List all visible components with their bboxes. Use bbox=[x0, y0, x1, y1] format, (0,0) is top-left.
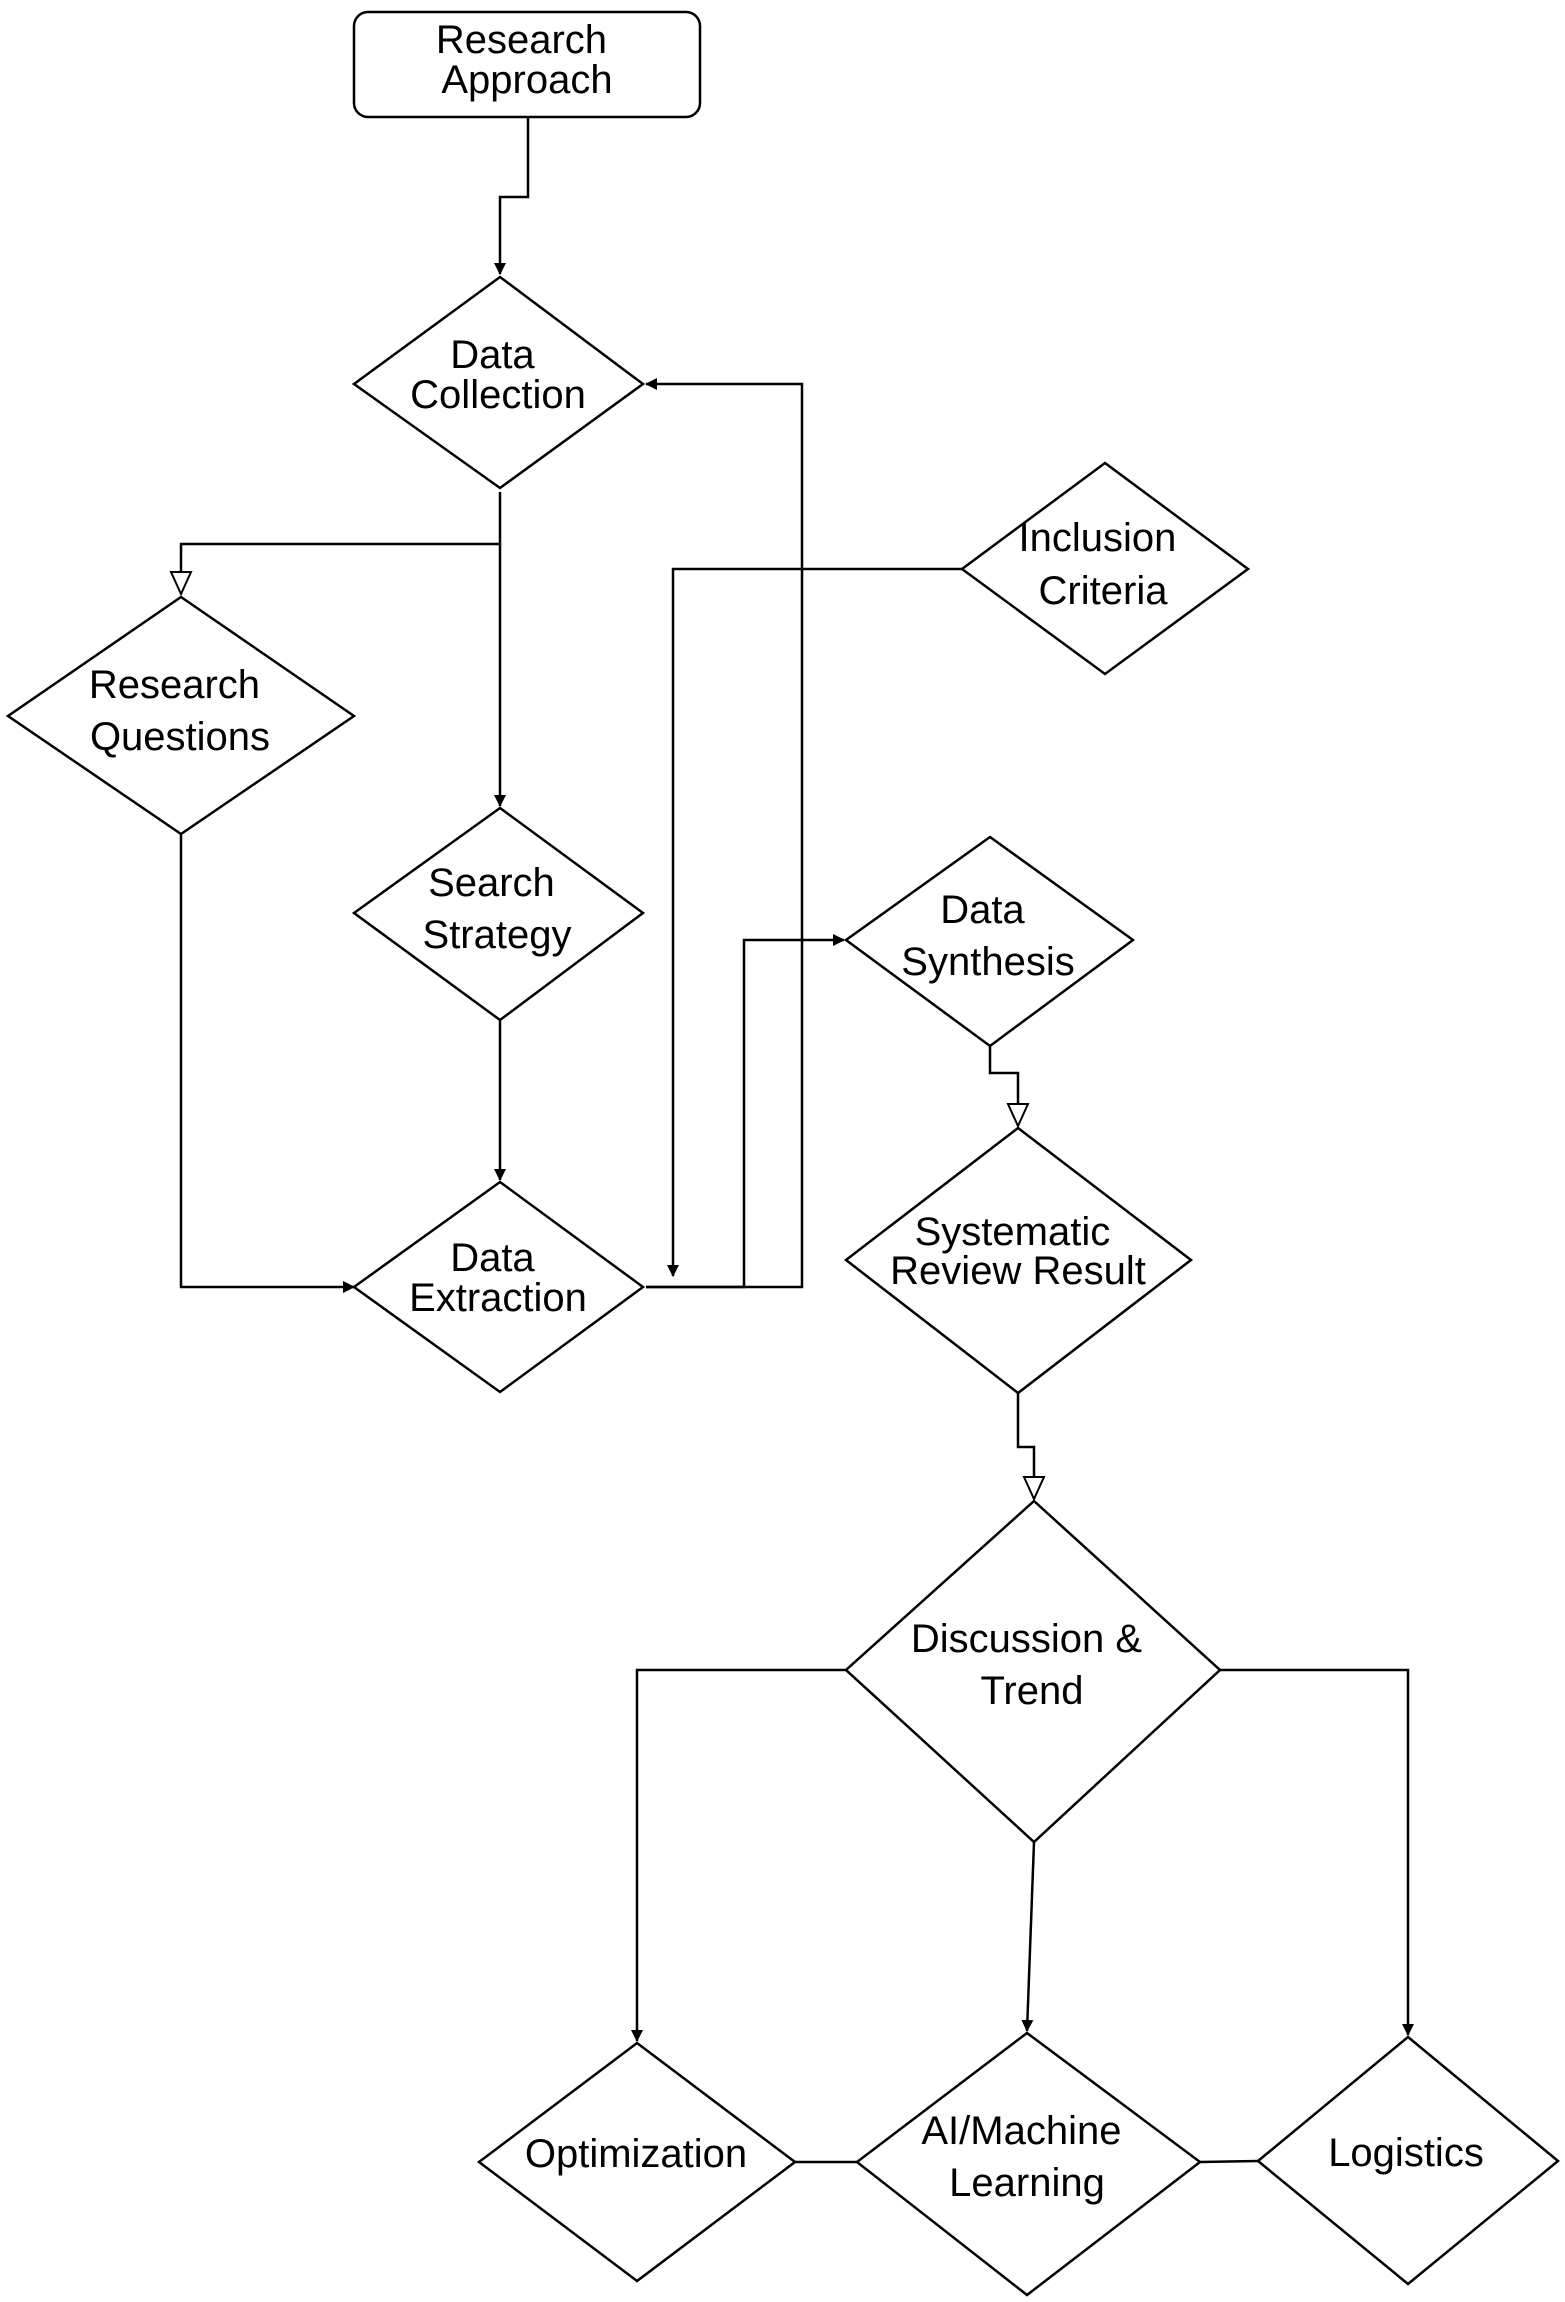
edge-discussion-trend-to-logistics bbox=[1220, 1668, 1414, 2036]
optimization-label: Optimization bbox=[525, 2132, 747, 2176]
node-logistics: Logistics bbox=[1256, 2035, 1560, 2286]
search-strategy-label-line-1: Search bbox=[428, 861, 555, 905]
systematic-review-result-label-line-2: Review Result bbox=[890, 1249, 1146, 1293]
node-discussion-trend: Discussion & Trend bbox=[844, 1499, 1222, 1844]
edge-research-approach-to-data-collection bbox=[494, 117, 530, 275]
data-extraction-label-line-2: Extraction bbox=[409, 1276, 587, 1320]
research-approach-label-line-1: Research bbox=[436, 18, 607, 62]
node-systematic-review-result: Systematic Review Result bbox=[843, 1126, 1194, 1395]
data-collection-label-line-2: Collection bbox=[410, 373, 586, 417]
svg-text:Logistics: Logistics bbox=[1328, 2131, 1484, 2175]
edge-ai-machine-learning-to-logistics bbox=[1199, 2159, 1259, 2164]
edges bbox=[179, 117, 1414, 2164]
inclusion-criteria-label-line-1: Inclusion bbox=[1019, 516, 1177, 560]
svg-text:Research Questions: Research Questions bbox=[89, 663, 271, 759]
ai-machine-learning-label-line-1: AI/Machine bbox=[921, 2109, 1121, 2153]
svg-text:Data Synthesis: Data Synthesis bbox=[901, 888, 1074, 984]
search-strategy-label-line-2: Strategy bbox=[423, 913, 572, 957]
edge-data-extraction-to-data-collection bbox=[645, 378, 804, 1289]
node-search-strategy: Search Strategy bbox=[351, 806, 646, 1022]
data-extraction-label-line-1: Data bbox=[450, 1236, 535, 1280]
node-data-collection: Data Collection bbox=[351, 275, 646, 490]
svg-text:Discussion & Trend: Discussion & Trend bbox=[911, 1617, 1153, 1713]
svg-text:AI/Machine Learning: AI/Machine Learning bbox=[921, 2109, 1132, 2205]
edge-inclusion-criteria-to-data-extraction bbox=[667, 567, 962, 1277]
node-ai-machine-learning: AI/Machine Learning bbox=[854, 2031, 1203, 2297]
edge-data-synthesis-to-systematic-review-result bbox=[988, 1046, 1018, 1126]
systematic-review-result-label-line-1: Systematic bbox=[915, 1210, 1111, 1254]
research-approach-label-line-2: Approach bbox=[441, 58, 612, 102]
svg-text:Data Collection: Data Collection bbox=[410, 333, 586, 417]
ai-machine-learning-label-line-2: Learning bbox=[949, 2161, 1105, 2205]
svg-text:Research Approach: Research Approach bbox=[436, 18, 618, 102]
node-data-extraction: Data Extraction bbox=[351, 1180, 646, 1394]
node-inclusion-criteria: Inclusion Criteria bbox=[959, 461, 1251, 676]
research-questions-label-line-1: Research bbox=[89, 663, 260, 707]
edge-discussion-trend-to-optimization bbox=[631, 1668, 846, 2042]
svg-text:Data Extraction: Data Extraction bbox=[409, 1236, 587, 1320]
edge-data-collection-to-research-questions bbox=[181, 492, 502, 594]
edge-research-questions-to-data-extraction bbox=[179, 834, 355, 1293]
data-synthesis-label-line-2: Synthesis bbox=[901, 940, 1074, 984]
edge-systematic-review-result-to-discussion-trend bbox=[1016, 1393, 1034, 1499]
edge-data-extraction-to-data-synthesis bbox=[646, 934, 845, 1289]
svg-text:Inclusion Criteria: Inclusion Criteria bbox=[1019, 516, 1188, 613]
edge-discussion-trend-to-ai-machine-learning bbox=[1021, 1841, 1036, 2032]
discussion-trend-label-line-1: Discussion & bbox=[911, 1617, 1143, 1661]
node-data-synthesis: Data Synthesis bbox=[843, 835, 1136, 1048]
inclusion-criteria-label-line-2: Criteria bbox=[1039, 569, 1169, 613]
research-questions-label-line-2: Questions bbox=[90, 715, 270, 759]
node-research-questions: Research Questions bbox=[5, 595, 357, 836]
logistics-label: Logistics bbox=[1328, 2131, 1484, 2175]
svg-text:Search Strategy: Search Strategy bbox=[423, 861, 572, 957]
node-research-approach: Research Approach bbox=[352, 10, 702, 119]
svg-text:Systematic Review Result: Systematic Review Result bbox=[890, 1210, 1146, 1293]
discussion-trend-label-line-2: Trend bbox=[980, 1669, 1083, 1713]
svg-text:Optimization: Optimization bbox=[525, 2132, 747, 2176]
data-collection-label-line-1: Data bbox=[450, 333, 535, 377]
node-optimization: Optimization bbox=[476, 2041, 798, 2283]
data-synthesis-label-line-1: Data bbox=[940, 888, 1025, 932]
